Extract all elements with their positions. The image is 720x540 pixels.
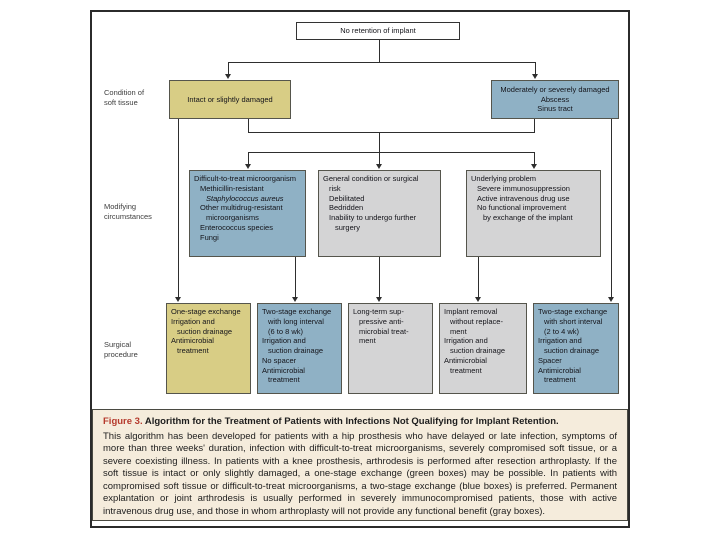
caption-heading: Figure 3. Algorithm for the Treatment of… [103,416,617,429]
flowchart-panel: Condition of soft tissue Modifying circu… [92,12,628,409]
arrow-down-icon [531,164,537,169]
node-no-retention-of-implant: No retention of implant [296,22,460,40]
connector-line [228,62,229,75]
caption-title: Algorithm for the Treatment of Patients … [142,416,559,427]
arrow-down-icon [376,297,382,302]
arrow-down-icon [532,74,538,79]
arrow-down-icon [245,164,251,169]
node-intact-or-slightly-damaged: Intact or slightly damaged [169,80,291,119]
connector-line [178,119,179,297]
connector-line [248,152,249,165]
connector-line [379,132,380,165]
connector-line [379,40,380,63]
caption-body: This algorithm has been developed for pa… [103,430,617,517]
caption-panel: Figure 3. Algorithm for the Treatment of… [92,409,628,521]
arrow-down-icon [175,297,181,302]
arrow-down-icon [475,297,481,302]
row-label-soft-tissue: Condition of soft tissue [104,88,145,108]
arrow-down-icon [608,297,614,302]
connector-line [248,119,249,133]
figure-frame: Condition of soft tissue Modifying circu… [90,10,630,528]
row-label-surgical-procedure: Surgical procedure [104,340,138,360]
arrow-down-icon [225,74,231,79]
connector-line [535,62,536,75]
connector-line [295,257,296,297]
connector-line [478,257,479,297]
connector-line [248,152,535,153]
connector-line [611,119,612,297]
caption-figure-label: Figure 3. [103,416,143,427]
arrow-down-icon [376,164,382,169]
connector-line [379,257,380,297]
connector-line [534,152,535,165]
arrow-down-icon [292,297,298,302]
connector-line [228,62,536,63]
node-long-term-suppressive-treatment: Long-term sup-pressive anti-microbial tr… [348,303,433,394]
row-label-modifying-circumstances: Modifying circumstances [104,202,152,222]
connector-line [534,119,535,133]
connector-line [248,132,535,133]
